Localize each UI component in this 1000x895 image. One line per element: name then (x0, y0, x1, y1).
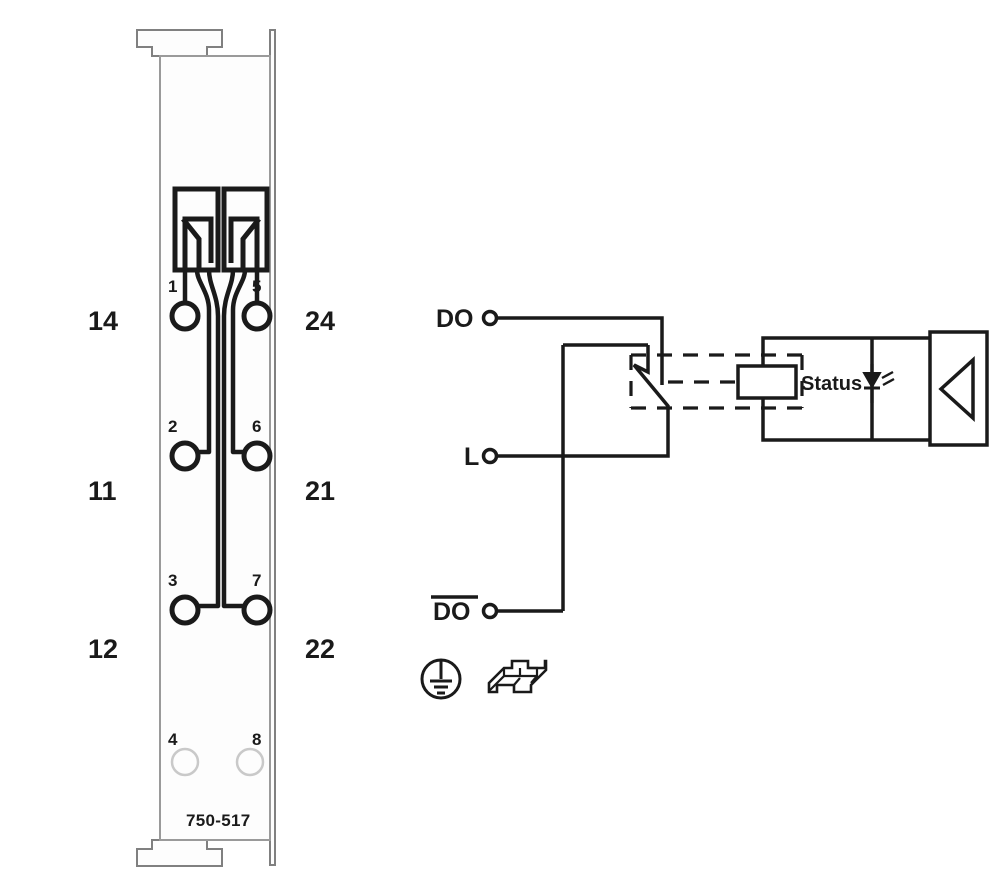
wire-do-to-contact (497, 316, 664, 385)
terminal-contact-3[interactable] (169, 594, 201, 626)
led-ray-2 (882, 377, 895, 387)
connector-spring-left (181, 217, 202, 270)
connector-lever-left (182, 216, 214, 270)
terminal-label-2: 2 (168, 417, 177, 436)
driver-triangle-icon (928, 330, 989, 447)
relay-contact-arm (563, 345, 670, 458)
trace-to-terminal-3 (197, 269, 221, 609)
din-rail-edge-4 (530, 675, 538, 684)
din-rail-edge-3 (520, 666, 539, 678)
driver-box (928, 330, 989, 447)
schematic-wires (497, 316, 670, 613)
connector-spring-right (240, 217, 261, 270)
led-icon (862, 364, 895, 403)
terminal-contact-7[interactable] (241, 594, 273, 626)
schematic-terminals (481, 309, 499, 620)
terminal-number-labels: 1 2 3 4 5 6 7 8 (168, 277, 261, 749)
channel-label-22: 22 (305, 634, 335, 664)
trace-to-terminal-2 (194, 269, 212, 455)
led-triangle (862, 372, 882, 390)
terminal-contact-8[interactable] (235, 747, 265, 777)
channel-label-11: 11 (88, 476, 117, 506)
din-rail-icon (487, 659, 548, 694)
relay-coil-icon (736, 364, 798, 400)
terminal-do[interactable] (481, 309, 499, 327)
signal-label-do: DO (436, 305, 474, 333)
signal-label-l: L (464, 443, 479, 471)
status-label: Status (801, 373, 862, 395)
terminal-label-8: 8 (252, 730, 261, 749)
terminal-do-inverted[interactable] (481, 602, 499, 620)
channel-labels-right: 24 21 22 (305, 306, 335, 664)
connector-lever-right (228, 216, 260, 270)
trace-to-terminal-7 (221, 269, 245, 609)
terminal-l[interactable] (481, 447, 499, 465)
channel-label-14: 14 (88, 306, 118, 336)
led-ray-1 (881, 370, 894, 380)
trace-to-terminal-6 (230, 269, 248, 455)
channel-labels-left: 14 11 12 (88, 306, 118, 664)
channel-label-21: 21 (305, 476, 335, 506)
terminal-label-1: 1 (168, 277, 177, 296)
channel-label-12: 12 (88, 634, 118, 664)
terminal-contact-2[interactable] (169, 440, 201, 472)
terminal-contact-1[interactable] (169, 300, 201, 332)
internal-traces (182, 269, 260, 609)
driver-arrow (938, 356, 975, 422)
terminal-contact-6[interactable] (241, 440, 273, 472)
connector-blocks (172, 186, 270, 273)
terminal-label-7: 7 (252, 571, 261, 590)
module-part-number: 750-517 (186, 811, 251, 830)
output-stage: Status (736, 330, 989, 447)
terminal-label-5: 5 (252, 277, 261, 296)
terminal-contact-5[interactable] (241, 300, 273, 332)
terminal-contact-4[interactable] (170, 747, 200, 777)
terminal-label-4: 4 (168, 730, 178, 749)
terminal-label-6: 6 (252, 417, 261, 436)
optical-coupling-dashed (629, 353, 804, 410)
signal-label-do-inverted: DO (433, 598, 471, 626)
ground-icon (420, 658, 462, 700)
channel-label-24: 24 (305, 306, 335, 336)
terminal-contacts (169, 300, 273, 777)
din-rail-edge-5 (513, 677, 521, 686)
terminal-label-3: 3 (168, 571, 177, 590)
